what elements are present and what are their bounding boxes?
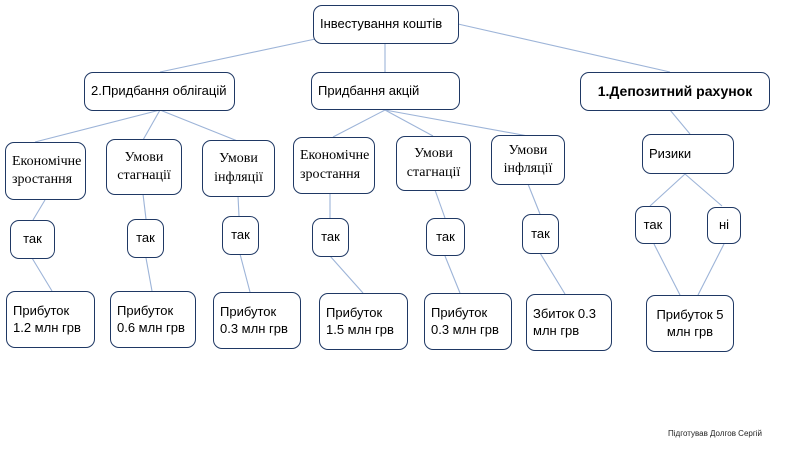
bonds-growth-node: Економічне зростання xyxy=(5,142,86,200)
stocks-inflation-node: Умови інфляції xyxy=(491,135,565,185)
stocks-inflation-result-label: Збиток 0.3 млн грв xyxy=(533,305,596,338)
stocks-growth-result: Прибуток 1.5 млн грв xyxy=(319,293,408,350)
deposit-risks-node: Ризики xyxy=(642,134,734,174)
stocks-growth-label: Економічне зростання xyxy=(300,148,370,182)
branch-deposit: 1.Депозитний рахунок xyxy=(580,72,770,111)
author-credit: Підготував Долгов Сергій xyxy=(668,429,762,438)
stocks-stagnation-node: Умови стагнації xyxy=(396,136,471,191)
bonds-inflation-node: Умови інфляції xyxy=(202,140,275,197)
stocks-growth-yes-label: так xyxy=(321,229,340,245)
stocks-stagnation-result-label: Прибуток 0.3 млн грв xyxy=(431,304,499,337)
bonds-growth-yes: так xyxy=(10,220,55,259)
bonds-stagnation-label: Умови стагнації xyxy=(117,149,171,183)
bonds-stagnation-result: Прибуток 0.6 млн грв xyxy=(110,291,196,348)
bonds-growth-label: Економічне зростання xyxy=(12,153,82,187)
stocks-inflation-result: Збиток 0.3 млн грв xyxy=(526,294,612,351)
stocks-growth-node: Економічне зростання xyxy=(293,137,375,194)
stocks-growth-result-label: Прибуток 1.5 млн грв xyxy=(326,304,394,337)
deposit-yes: так xyxy=(635,206,671,244)
deposit-yes-label: так xyxy=(643,216,663,232)
bonds-stagnation-result-label: Прибуток 0.6 млн грв xyxy=(117,302,185,335)
bonds-inflation-result-label: Прибуток 0.3 млн грв xyxy=(220,303,288,336)
deposit-risks-label: Ризики xyxy=(649,145,692,161)
root-node: Інвестування коштів xyxy=(313,5,459,44)
bonds-inflation-result: Прибуток 0.3 млн грв xyxy=(213,292,301,349)
bonds-growth-result-label: Прибуток 1.2 млн грв xyxy=(13,302,81,335)
bonds-stagnation-yes: так xyxy=(127,219,164,258)
branch-bonds-label: 2.Придбання облігацій xyxy=(91,83,227,99)
stocks-stagnation-result: Прибуток 0.3 млн грв xyxy=(424,293,512,350)
bonds-inflation-yes-label: так xyxy=(231,227,250,243)
stocks-inflation-yes-label: так xyxy=(531,225,550,241)
bonds-inflation-label: Умови інфляції xyxy=(214,151,263,185)
branch-stocks: Придбання акцій xyxy=(311,72,460,110)
stocks-growth-yes: так xyxy=(312,218,349,257)
stocks-stagnation-yes: так xyxy=(426,218,465,256)
bonds-stagnation-yes-label: так xyxy=(136,230,155,246)
deposit-no-label: ні xyxy=(718,217,730,233)
bonds-growth-yes-label: так xyxy=(23,231,42,247)
stocks-inflation-yes: так xyxy=(522,214,559,254)
stocks-stagnation-yes-label: так xyxy=(436,228,455,244)
deposit-no: ні xyxy=(707,207,741,244)
bonds-growth-result: Прибуток 1.2 млн грв xyxy=(6,291,95,348)
stocks-stagnation-label: Умови стагнації xyxy=(406,146,461,180)
deposit-result: Прибуток 5 млн грв xyxy=(646,295,734,352)
bonds-stagnation-node: Умови стагнації xyxy=(106,139,182,195)
deposit-result-label: Прибуток 5 млн грв xyxy=(656,306,724,339)
branch-bonds: 2.Придбання облігацій xyxy=(84,72,235,111)
stocks-inflation-label: Умови інфляції xyxy=(503,142,553,176)
branch-stocks-label: Придбання акцій xyxy=(318,82,420,98)
bonds-inflation-yes: так xyxy=(222,216,259,255)
root-label: Інвестування коштів xyxy=(320,16,443,32)
branch-deposit-label: 1.Депозитний рахунок xyxy=(597,83,753,100)
